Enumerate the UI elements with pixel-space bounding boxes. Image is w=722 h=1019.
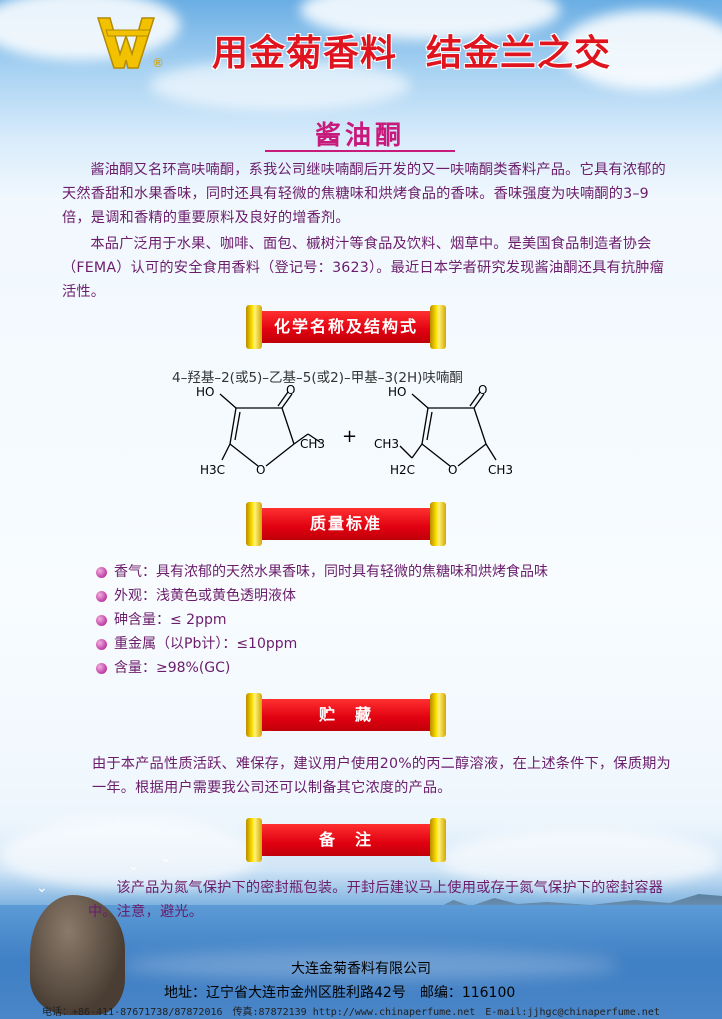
atom-label: O	[478, 383, 487, 397]
product-title: 酱油酮	[314, 121, 405, 151]
scroll-rod-icon	[246, 818, 262, 862]
list-item: 重金属（以Pb计）：≤10ppm	[96, 632, 548, 656]
section-heading: 贮 藏	[318, 705, 373, 724]
section-banner-quality: 质量标准	[246, 502, 446, 546]
title-underline	[265, 150, 455, 152]
chemical-name: 4–羟基–2(或5)–乙基–5(或2)–甲基–3(2H)呋喃酮	[172, 370, 463, 386]
section-heading: 质量标准	[309, 514, 382, 533]
slogan-left: 用金菊香料	[212, 33, 398, 74]
bullet-icon	[96, 639, 107, 650]
atom-label: HO	[388, 385, 406, 399]
atom-label: O	[256, 463, 265, 477]
cloud	[440, 830, 720, 890]
atom-label: CH3	[300, 437, 325, 451]
section-banner-chem: 化学名称及结构式	[246, 305, 446, 349]
cloud	[150, 60, 410, 110]
intro-paragraph-2: 本品广泛用于水果、咖啡、面包、槭树汁等食品及饮料、烟草中。是美国食品制造者协会（…	[62, 236, 665, 300]
seagull-icon: ⌄	[128, 858, 140, 874]
bullet-icon	[96, 567, 107, 578]
banner-bar	[260, 699, 432, 731]
scroll-rod-icon	[246, 693, 262, 737]
banner-bar	[260, 311, 432, 343]
list-item: 香气：具有浓郁的天然水果香味，同时具有轻微的焦糖味和烘烤食品味	[96, 560, 548, 584]
atom-label: O	[286, 383, 295, 397]
scroll-rod-icon	[430, 693, 446, 737]
scroll-rod-icon	[246, 305, 262, 349]
company-name: 大连金菊香料有限公司	[291, 961, 431, 977]
scroll-rod-icon	[430, 818, 446, 862]
atom-label: O	[448, 463, 457, 477]
scroll-rod-icon	[430, 305, 446, 349]
section-heading: 化学名称及结构式	[273, 317, 418, 336]
section-banner-notes: 备 注	[246, 818, 446, 862]
spec-text: 外观：浅黄色或黄色透明液体	[114, 588, 296, 604]
atom-label: H3C	[200, 463, 225, 477]
slogan-right: 结金兰之交	[426, 33, 612, 74]
list-item: 外观：浅黄色或黄色透明液体	[96, 584, 548, 608]
spec-text: 重金属（以Pb计）：≤10ppm	[114, 636, 298, 652]
registered-mark: ®	[152, 56, 164, 70]
company-address: 地址：辽宁省大连市金州区胜利路42号 邮编：116100	[164, 985, 516, 1001]
atom-label: H2C	[390, 463, 415, 477]
section-banner-storage: 贮 藏	[246, 693, 446, 737]
company-contact: 电话：+86-411-87671738/87872016 传真:87872139…	[42, 1007, 660, 1018]
atom-label: CH3	[374, 437, 399, 451]
scroll-rod-icon	[246, 502, 262, 546]
list-item: 砷含量：≤ 2ppm	[96, 608, 548, 632]
plus-sign: +	[342, 426, 357, 447]
seagull-icon: ⌄	[160, 850, 172, 866]
cloud	[0, 820, 260, 890]
notes-paragraph: 该产品为氮气保护下的密封瓶包装。开封后建议马上使用或存于氮气保护下的密封容器中。…	[88, 880, 664, 920]
section-heading: 备 注	[318, 830, 373, 849]
atom-label: CH3	[488, 463, 513, 477]
bullet-icon	[96, 615, 107, 626]
spec-text: 香气：具有浓郁的天然水果香味，同时具有轻微的焦糖味和烘烤食品味	[114, 564, 548, 580]
bullet-icon	[96, 663, 107, 674]
seagull-icon: ⌄	[36, 880, 48, 896]
banner-bar	[260, 508, 432, 540]
atom-label: HO	[196, 385, 214, 399]
structural-formula: HO O O CH3 H3C + HO O O CH3 H2C CH3	[196, 383, 513, 477]
banner-bar	[260, 824, 432, 856]
quality-spec-list: 香气：具有浓郁的天然水果香味，同时具有轻微的焦糖味和烘烤食品味 外观：浅黄色或黄…	[96, 560, 548, 680]
scroll-rod-icon	[430, 502, 446, 546]
intro-paragraph-1: 酱油酮又名环高呋喃酮，系我公司继呋喃酮后开发的又一呋喃酮类香料产品。它具有浓郁的…	[62, 162, 666, 226]
cloud	[560, 10, 722, 90]
spec-text: 砷含量：≤ 2ppm	[114, 612, 227, 628]
storage-paragraph: 由于本产品性质活跃、难保存，建议用户使用20%的丙二醇溶液，在上述条件下，保质期…	[92, 756, 671, 796]
spec-text: 含量：≥98%(GC)	[114, 660, 231, 676]
company-logo-icon	[96, 17, 156, 69]
rock-sculpture	[30, 895, 125, 1015]
bullet-icon	[96, 591, 107, 602]
list-item: 含量：≥98%(GC)	[96, 656, 548, 680]
sea-reflection	[120, 950, 620, 980]
